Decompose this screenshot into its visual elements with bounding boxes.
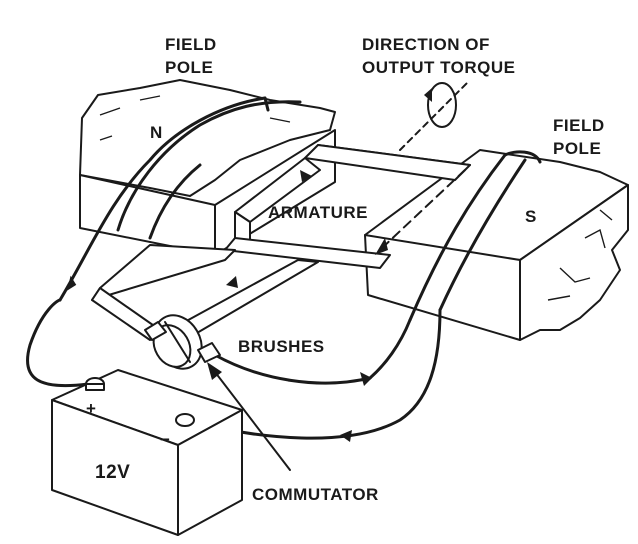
brushes-label: BRUSHES [238, 337, 325, 356]
armature-label: ARMATURE [268, 203, 368, 222]
commutator-assembly [144, 314, 291, 471]
negative-terminal [175, 413, 195, 427]
direction-label-1: DIRECTION OF [362, 35, 490, 54]
battery [51, 369, 243, 536]
battery-voltage-label: 12V [95, 462, 130, 483]
n-pole-windings [58, 96, 302, 302]
field-pole-left-label-1: FIELD [165, 35, 217, 54]
minus-sign: − [160, 430, 170, 449]
field-pole-right-label-2: POLE [553, 139, 601, 158]
s-pole-windings [368, 150, 542, 380]
torque-direction-indicator [399, 79, 471, 151]
left-brush [144, 321, 167, 341]
field-pole-left-label-2: POLE [165, 58, 213, 77]
plus-sign: + [86, 399, 96, 418]
direction-label-2: OUTPUT TORQUE [362, 58, 516, 77]
north-pole-label: N [150, 123, 163, 142]
current-arrow-left [67, 275, 77, 291]
field-pole-right-label-1: FIELD [553, 116, 605, 135]
south-pole-label: S [525, 207, 537, 226]
right-brush [197, 342, 221, 363]
commutator-label: COMMUTATOR [252, 485, 379, 504]
circuit-wires [26, 170, 442, 442]
armature-loop [91, 144, 471, 341]
south-field-pole [364, 149, 629, 341]
